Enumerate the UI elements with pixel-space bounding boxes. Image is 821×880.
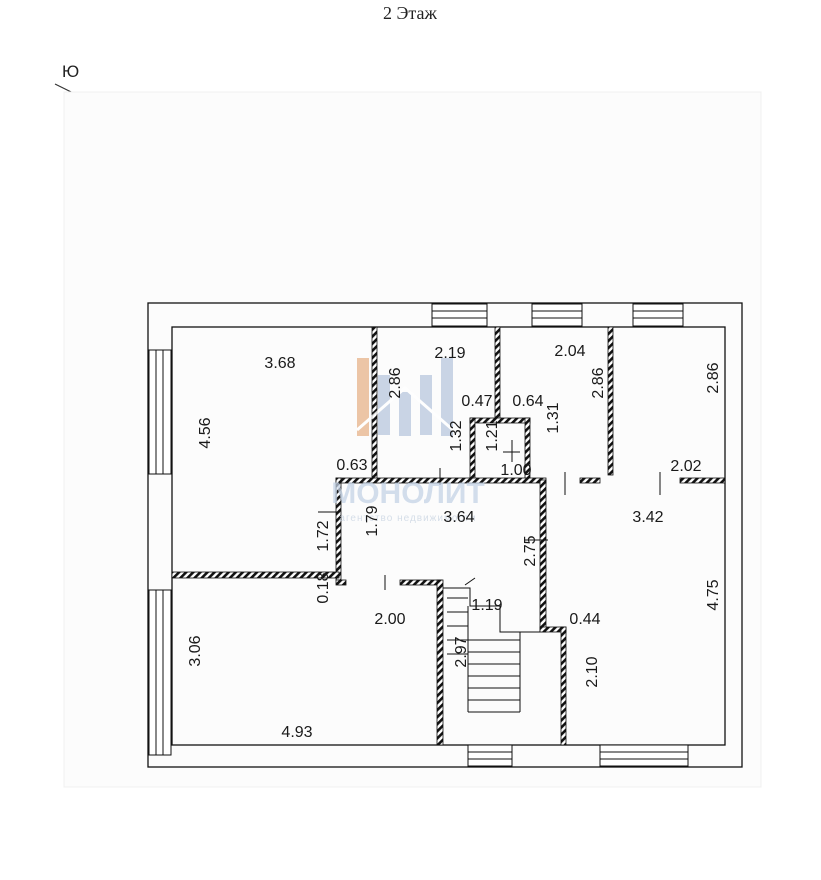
window (467, 744, 513, 767)
dim-label: 3.06 (187, 635, 204, 666)
window (599, 744, 689, 767)
dim-label: 2.10 (584, 656, 601, 687)
window (148, 349, 172, 475)
watermark: МОНОЛИТ агентство недвижимости (331, 358, 485, 524)
interior-walls (171, 326, 726, 746)
wall-segment (607, 326, 614, 476)
dim-label: 1.32 (448, 420, 465, 451)
dim-label: 0.64 (512, 393, 543, 410)
dim-label: 0.47 (461, 393, 492, 410)
watermark-brand: МОНОЛИТ (331, 477, 485, 510)
dim-label: 0.63 (336, 457, 367, 474)
dim-label: 2.00 (374, 611, 405, 628)
dim-label: 4.75 (705, 579, 722, 610)
dim-label: 4.56 (197, 417, 214, 448)
watermark-logo-icon (356, 358, 454, 436)
dim-label: 1.19 (471, 597, 502, 614)
dim-label: 1.72 (315, 520, 332, 551)
wall-segment (579, 477, 601, 484)
dim-label: 3.42 (632, 509, 663, 526)
dim-label: 2.19 (434, 345, 465, 362)
wall-segment (539, 479, 547, 633)
dim-label: 2.86 (705, 362, 722, 393)
watermark-tagline: агентство недвижимости (339, 513, 476, 524)
wall-segment (171, 571, 340, 579)
dimension-ticks (318, 440, 661, 590)
dim-label: 2.86 (590, 367, 607, 398)
dim-label: 2.04 (554, 343, 585, 360)
dim-label: 2.75 (522, 535, 539, 566)
plan-sheet (63, 91, 762, 788)
wall-segment (399, 579, 443, 586)
page-title: 2 Этаж (383, 3, 437, 23)
dim-label: 1.21 (484, 420, 501, 451)
dim-label: 2.97 (453, 636, 470, 667)
wall-segment (371, 326, 378, 482)
outer-wall (147, 302, 743, 768)
wall-segment (436, 579, 444, 746)
wall-segment (560, 626, 567, 746)
dim-label: 1.31 (545, 402, 562, 433)
dim-label: 2.86 (387, 367, 404, 398)
wall-segment (335, 579, 347, 586)
dim-label: 0.18 (315, 572, 332, 603)
dim-label: 3.68 (264, 355, 295, 372)
window (531, 303, 583, 327)
inner-wall-line (171, 326, 726, 746)
wall-segment (679, 477, 726, 484)
window (632, 303, 684, 327)
wall-segment (469, 417, 476, 483)
dim-label: 1.79 (364, 505, 381, 536)
wall-segment (494, 326, 501, 424)
dim-label: 3.64 (443, 509, 474, 526)
windows (148, 303, 689, 767)
compass-south-label: Ю (62, 62, 79, 81)
dim-label: 1.00 (500, 462, 531, 479)
window (148, 589, 172, 756)
dim-label: 2.02 (670, 458, 701, 475)
dim-label: 0.44 (569, 611, 600, 628)
dim-label: 4.93 (281, 724, 312, 741)
dimension-labels: 3.68 2.19 2.04 2.86 2.86 2.86 0.47 0.64 … (187, 343, 722, 741)
window (431, 303, 488, 327)
staircase (443, 587, 540, 713)
